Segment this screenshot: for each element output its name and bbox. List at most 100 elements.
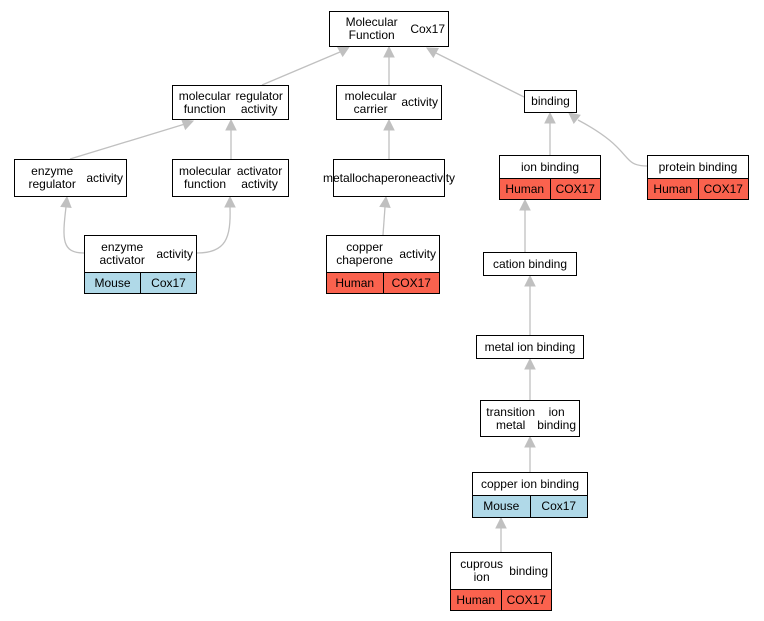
edge-enzyme-activator-to-enzyme-regulator	[60, 195, 85, 254]
edge-mf-regulator-to-root	[261, 46, 350, 86]
edge-line	[577, 119, 648, 167]
node-label-line: molecular function	[179, 164, 232, 191]
gene-cell: COX17	[549, 179, 601, 199]
node-label-line: copper chaperone	[336, 240, 394, 267]
edge-line	[69, 123, 186, 160]
node-label-line: cuprous ion	[460, 557, 503, 584]
node-label-line: metal ion binding	[484, 339, 576, 354]
node-label-line: ion binding	[520, 159, 580, 174]
arrowhead	[568, 112, 581, 125]
go-node-metal-ion-binding[interactable]: metal ion binding	[476, 335, 584, 359]
node-label-line: activity	[156, 246, 193, 261]
edge-line	[63, 206, 85, 254]
edge-line	[196, 206, 231, 254]
arrowhead	[383, 45, 395, 58]
node-label-line: molecular function	[178, 88, 231, 116]
edge-metallochaperone-to-carrier	[383, 118, 395, 159]
node-label-line: activity	[399, 246, 436, 261]
annotation-row: Human COX17	[648, 178, 748, 199]
arrowhead	[495, 516, 507, 529]
node-label-line: molecular carrier	[344, 88, 397, 116]
edge-line	[261, 51, 341, 86]
arrowhead	[383, 118, 395, 131]
go-node-binding[interactable]: binding	[524, 90, 577, 113]
arrowhead	[337, 46, 350, 58]
edge-metal-ion-binding-to-cation-binding	[524, 274, 536, 335]
arrowhead	[225, 118, 237, 131]
arrowhead	[426, 47, 439, 59]
go-node-root[interactable]: Molecular Function Cox17	[329, 11, 449, 47]
node-label-line: Cox17	[410, 21, 445, 36]
edge-protein-binding-to-binding	[568, 112, 648, 167]
gene-cell: COX17	[500, 590, 552, 610]
node-label-line: activity	[401, 95, 438, 109]
node-label-line: metallochaperone	[322, 170, 419, 185]
gene-cell: Cox17	[529, 496, 588, 517]
gene-cell: Cox17	[140, 273, 196, 293]
edge-line	[435, 52, 525, 98]
node-title: Molecular Function Cox17	[330, 12, 448, 46]
arrowhead	[379, 195, 391, 209]
edge-mf-activator-to-mf-regulator	[225, 118, 237, 159]
node-title: cuprous ion binding	[451, 553, 551, 589]
go-node-carrier[interactable]: molecular carrier activity	[336, 85, 442, 120]
arrowhead	[524, 357, 536, 370]
node-label-line: enzyme regulator	[28, 164, 76, 191]
edge-line	[382, 206, 386, 236]
arrowhead	[519, 198, 531, 211]
arrowhead	[524, 274, 536, 287]
node-title: molecular carrier activity	[337, 86, 441, 119]
node-label-line: ion binding	[537, 404, 576, 432]
arrowhead	[60, 195, 72, 209]
edge-transition-metal-to-metal-ion-binding	[524, 357, 536, 400]
node-label-line: binding	[509, 563, 548, 578]
species-cell: Human	[505, 181, 545, 196]
node-label-line: transition metal	[486, 404, 535, 432]
edge-copper-ion-binding-to-transition-metal	[524, 435, 536, 472]
species-cell: Human	[335, 275, 375, 290]
annotation-row: Mouse Cox17	[85, 272, 196, 293]
edge-enzyme-activator-to-mf-activator	[196, 195, 236, 254]
node-label-line: activator activity	[236, 164, 283, 191]
annotation-row: Human COX17	[500, 178, 600, 199]
node-label-line: Molecular Function	[345, 15, 398, 42]
node-label-line: binding	[531, 94, 570, 108]
edge-carrier-to-root	[383, 45, 395, 85]
node-title: protein binding	[648, 156, 748, 178]
node-label-line: regulator activity	[235, 88, 283, 116]
edge-cuprous-ion-binding-to-copper-ion-binding	[495, 516, 507, 552]
node-label-line: cation binding	[492, 256, 568, 271]
node-title: ion binding	[500, 156, 600, 178]
node-label-line: activity	[418, 170, 456, 185]
edge-enzyme-regulator-to-mf-regulator	[69, 119, 195, 160]
species-cell: Mouse	[94, 275, 131, 290]
gene-cell: COX17	[697, 179, 749, 199]
arrowhead	[524, 435, 536, 448]
arrowhead	[181, 119, 195, 131]
arrowhead	[224, 195, 236, 208]
node-title: binding	[525, 91, 576, 112]
go-node-cation-binding[interactable]: cation binding	[483, 252, 577, 276]
node-title: metal ion binding	[477, 336, 583, 358]
node-label-line: protein binding	[658, 159, 738, 174]
species-cell: Human	[653, 181, 693, 196]
